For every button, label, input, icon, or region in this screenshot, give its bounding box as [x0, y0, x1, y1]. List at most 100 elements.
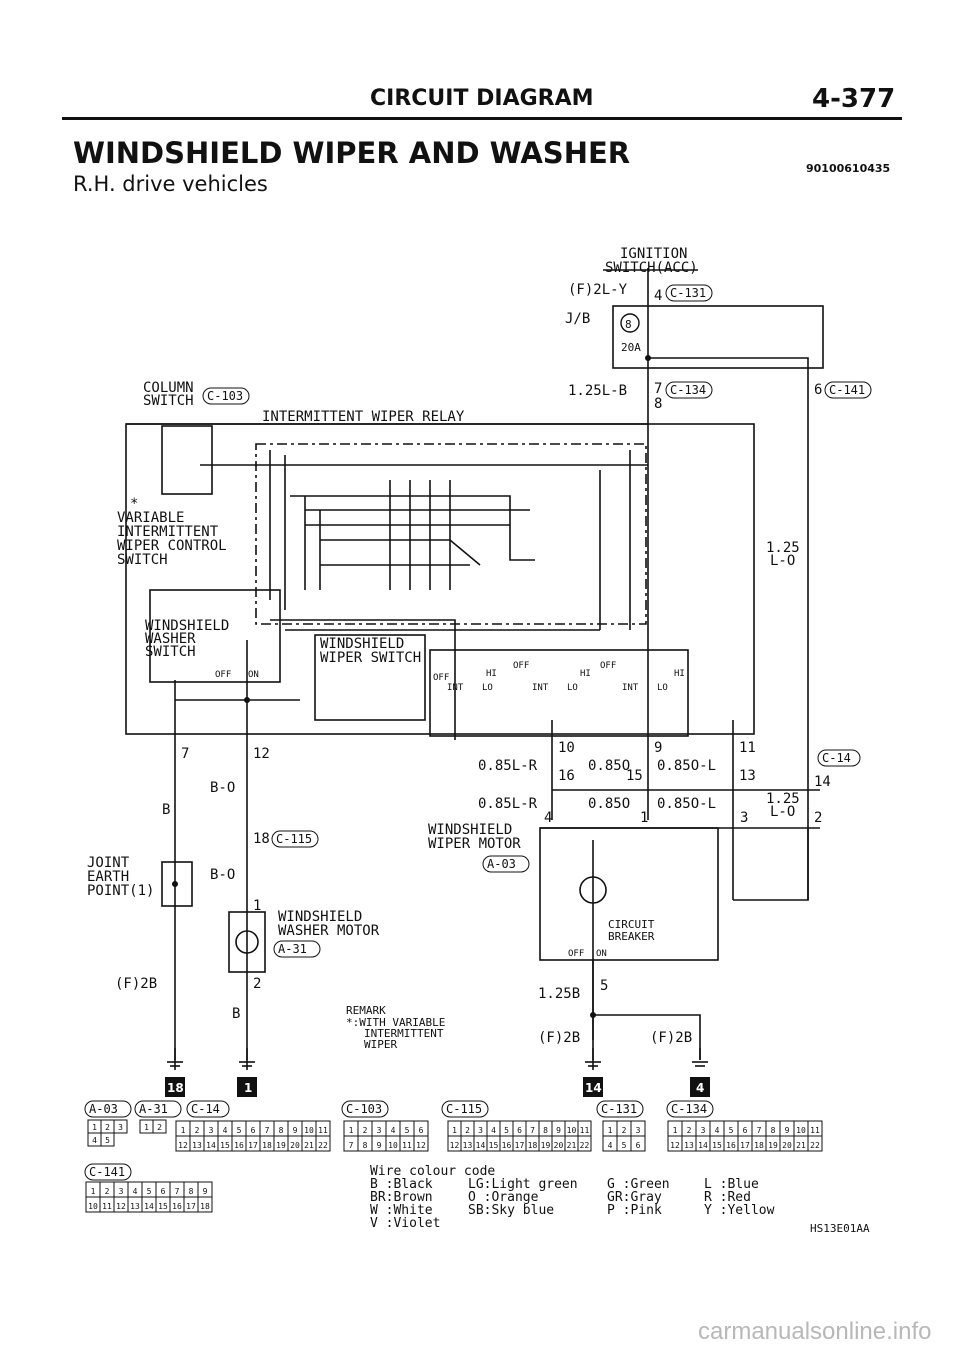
svg-text:18: 18: [167, 1081, 184, 1095]
fuse-rating: 20A: [621, 341, 641, 354]
pin-label: 13: [684, 1141, 694, 1150]
pin-label: 10: [88, 1202, 98, 1211]
pin-label: 9: [377, 1141, 382, 1150]
remark-title: REMARK: [346, 1004, 386, 1017]
figure-code: HS13E01AA: [810, 1222, 870, 1235]
pin-label: 15: [489, 1141, 499, 1150]
pin-label: 5: [622, 1141, 627, 1150]
pin-label: 7: [175, 1187, 180, 1196]
pin-number: 2: [253, 976, 261, 992]
pin-label: 17: [186, 1202, 196, 1211]
pin-label: 13: [130, 1202, 140, 1211]
wire-label: B: [232, 1006, 240, 1022]
header-rule: [62, 117, 902, 120]
wiper-pos-5: HI: [580, 669, 591, 679]
pin-number: 5: [600, 978, 608, 994]
pin-label: 5: [405, 1126, 410, 1135]
wire-label: (F)2B: [650, 1030, 692, 1046]
svg-text:C-141: C-141: [829, 383, 865, 397]
pin-label: 9: [785, 1126, 790, 1135]
pin-label: 20: [782, 1141, 792, 1150]
svg-text:C-134: C-134: [671, 1102, 707, 1116]
pin-label: 2: [363, 1126, 368, 1135]
wire-label: (F)2B: [115, 976, 157, 992]
pin-label: 19: [541, 1141, 551, 1150]
pin-label: 18: [262, 1141, 272, 1150]
pin-label: 1: [349, 1126, 354, 1135]
wire-label: 0.85L-R: [478, 796, 538, 812]
pin-label: 3: [209, 1126, 214, 1135]
svg-text:14: 14: [585, 1081, 602, 1095]
remark-line3: WIPER: [364, 1038, 397, 1051]
legend-entry: GR:Gray: [607, 1190, 662, 1205]
column-switch-label: COLUMN: [143, 380, 194, 396]
pin-label: 7: [757, 1126, 762, 1135]
pin-number: 4: [544, 810, 552, 826]
pin-label: 1: [144, 1123, 149, 1132]
pin-label: 11: [102, 1202, 112, 1211]
pin-label: 16: [502, 1141, 512, 1150]
legend-entry: SB:Sky blue: [468, 1203, 555, 1218]
pin-label: 21: [796, 1141, 806, 1150]
pin-label: 4: [715, 1126, 720, 1135]
pin-number: 16: [558, 768, 575, 784]
ground-markers: 18 1 14 4: [165, 1077, 710, 1097]
pin-label: 8: [189, 1187, 194, 1196]
pin-label: 8: [543, 1126, 548, 1135]
var-switch-star: *: [130, 496, 138, 512]
washer-switch-label2: WASHER: [145, 631, 196, 647]
legend-entry: G :Green: [607, 1177, 670, 1192]
breaker-label1: CIRCUIT: [608, 918, 655, 931]
pin-label: 12: [178, 1141, 188, 1150]
pin-label: 12: [416, 1141, 426, 1150]
pin-number: 12: [253, 746, 270, 762]
washer-motor-label1: WINDSHIELD: [278, 909, 362, 925]
wiper-motor-label1: WINDSHIELD: [428, 822, 512, 838]
pin-label: 11: [318, 1126, 328, 1135]
pin-label: 4: [391, 1126, 396, 1135]
pin-label: 22: [810, 1141, 820, 1150]
pin-number: 10: [558, 740, 575, 756]
wire-label: 1.25L-B: [568, 383, 627, 399]
pin-label: 11: [402, 1141, 412, 1150]
pin-label: 14: [698, 1141, 708, 1150]
wire-label: 1.25: [766, 540, 800, 556]
pin-label: 5: [237, 1126, 242, 1135]
pin-number: 6: [814, 382, 822, 398]
pin-cell: [100, 1132, 115, 1147]
pin-number: 15: [626, 768, 643, 784]
pin-label: 17: [248, 1141, 258, 1150]
pin-label: 7: [265, 1126, 270, 1135]
wire-label: B-O: [210, 780, 235, 796]
pin-label: 17: [515, 1141, 525, 1150]
pin-label: 17: [740, 1141, 750, 1150]
pin-label: 8: [771, 1126, 776, 1135]
svg-text:C-115: C-115: [446, 1102, 482, 1116]
wiper-switch-label2: WIPER SWITCH: [320, 650, 421, 666]
pin-label: 21: [567, 1141, 577, 1150]
pin-label: 2: [195, 1126, 200, 1135]
column-switch-label2: SWITCH: [143, 393, 194, 409]
pin-label: 4: [92, 1136, 97, 1145]
legend-entry: L :Blue: [704, 1177, 759, 1192]
pin-label: 3: [701, 1126, 706, 1135]
pin-label: 3: [636, 1126, 641, 1135]
pin-label: 20: [554, 1141, 564, 1150]
pin-cell: [630, 1135, 646, 1152]
pin-label: 18: [754, 1141, 764, 1150]
pin-label: 11: [810, 1126, 820, 1135]
washer-motor-label2: WASHER MOTOR: [278, 923, 380, 939]
pin-label: 3: [118, 1123, 123, 1132]
pin-label: 1: [181, 1126, 186, 1135]
fuse-number: 8: [625, 318, 632, 331]
pin-label: 1: [92, 1123, 97, 1132]
var-switch-label4: SWITCH: [117, 552, 168, 568]
pin-number: 14: [814, 774, 831, 790]
wire-label: 1.25B: [538, 986, 580, 1002]
wire-label: (F)2B: [538, 1030, 580, 1046]
remark-line1: *:WITH VARIABLE: [346, 1016, 445, 1029]
svg-text:C-141: C-141: [89, 1165, 125, 1179]
